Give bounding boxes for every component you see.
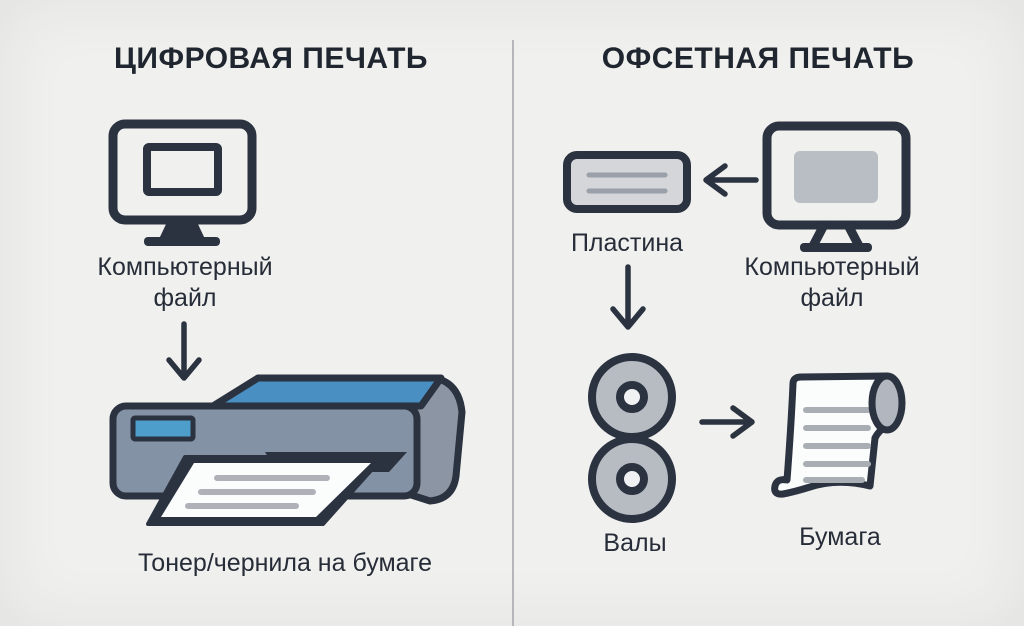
monitor-outline-icon (106, 118, 258, 250)
center-divider (512, 40, 514, 626)
arrow-down-icon (608, 263, 648, 341)
plate-icon (562, 150, 692, 214)
arrow-left-icon (698, 162, 760, 198)
arrow-down-icon (164, 320, 204, 392)
left-computer-file-label: Компьютерный файл (97, 253, 273, 313)
arrow-right-icon (698, 404, 760, 440)
left-result-label: Тонер/чернила на бумаге (137, 549, 433, 577)
right-computer-file-label: Компьютерный файл (744, 253, 920, 313)
printer-icon (95, 366, 467, 528)
left-panel-title: ЦИФРОВАЯ ПЕЧАТЬ (114, 42, 428, 75)
paper-label: Бумага (799, 523, 881, 551)
rollers-icon (583, 352, 681, 528)
rollers-label: Валы (603, 529, 667, 557)
right-panel-title: ОФСЕТНАЯ ПЕЧАТЬ (601, 42, 915, 75)
monitor-filled-icon (760, 120, 912, 256)
plate-label: Пластина (570, 229, 684, 257)
paper-scroll-icon (766, 368, 908, 508)
